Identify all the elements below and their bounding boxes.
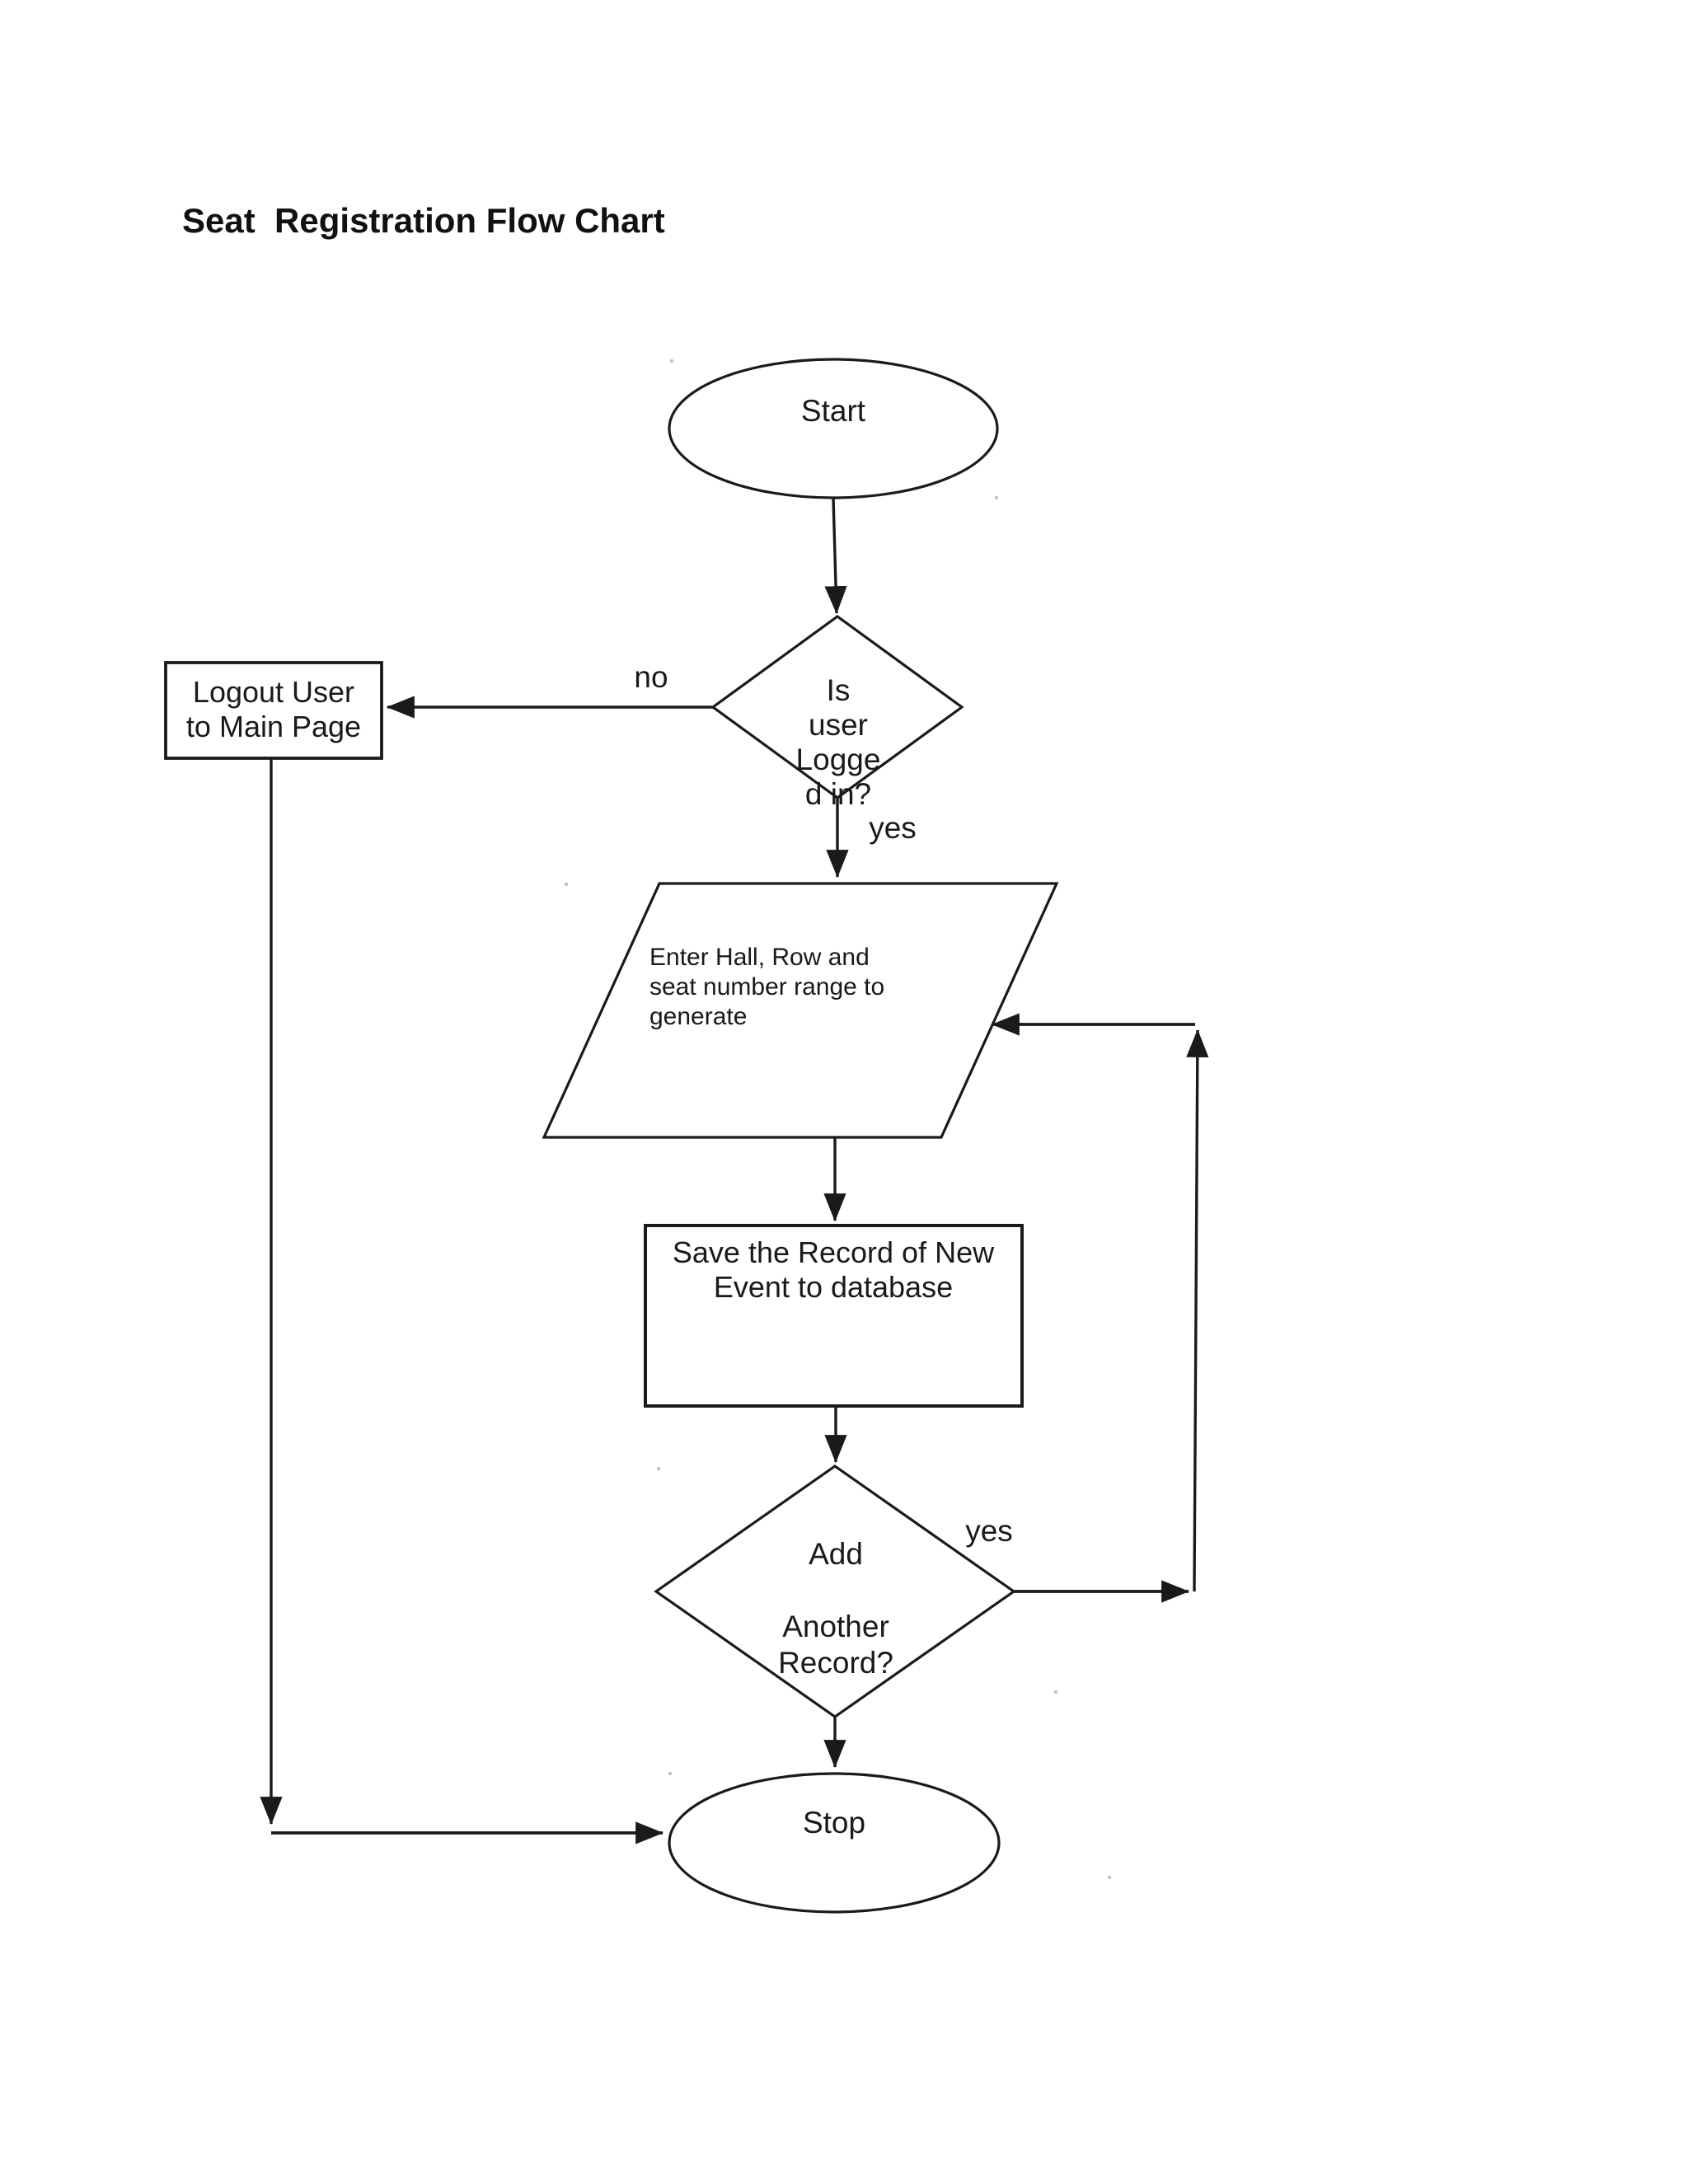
page-title: Seat Registration Flow Chart <box>182 201 665 240</box>
start-node-label: Start <box>800 394 866 428</box>
login-check-node-label: Is user Logge d in? <box>795 673 881 811</box>
logout-node-shape <box>164 661 383 760</box>
edge-start-to-login-check <box>824 497 847 615</box>
save-record-node-label: Save the Record of New Event to database <box>672 1235 995 1304</box>
stop-node-label: Stop <box>802 1806 866 1840</box>
enter-range-node-label: Enter Hall, Row and seat number range to… <box>649 944 885 1030</box>
edge-label-yes-add: yes <box>965 1514 1013 1548</box>
logout-node-label: Logout User to Main Page <box>185 675 362 743</box>
add-another-node-shape <box>654 1465 1016 1718</box>
scan-speck <box>995 496 998 499</box>
scan-speck <box>670 359 673 363</box>
start-node-shape <box>668 358 999 499</box>
edge-label-yes-login: yes <box>869 811 917 845</box>
scan-speck <box>1054 1690 1057 1694</box>
edge-yes-add-up <box>1186 1029 1209 1592</box>
add-another-node-label: Add Another Record? <box>778 1537 893 1680</box>
scan-speck <box>657 1467 660 1470</box>
scan-speck <box>668 1772 672 1775</box>
scan-speck <box>565 883 568 886</box>
enter-range-node-shape <box>542 882 1059 1139</box>
stop-node-shape <box>668 1772 1001 1914</box>
scan-speck <box>1108 1876 1111 1879</box>
edge-label-no: no <box>634 660 668 694</box>
save-record-node-shape <box>644 1224 1024 1408</box>
